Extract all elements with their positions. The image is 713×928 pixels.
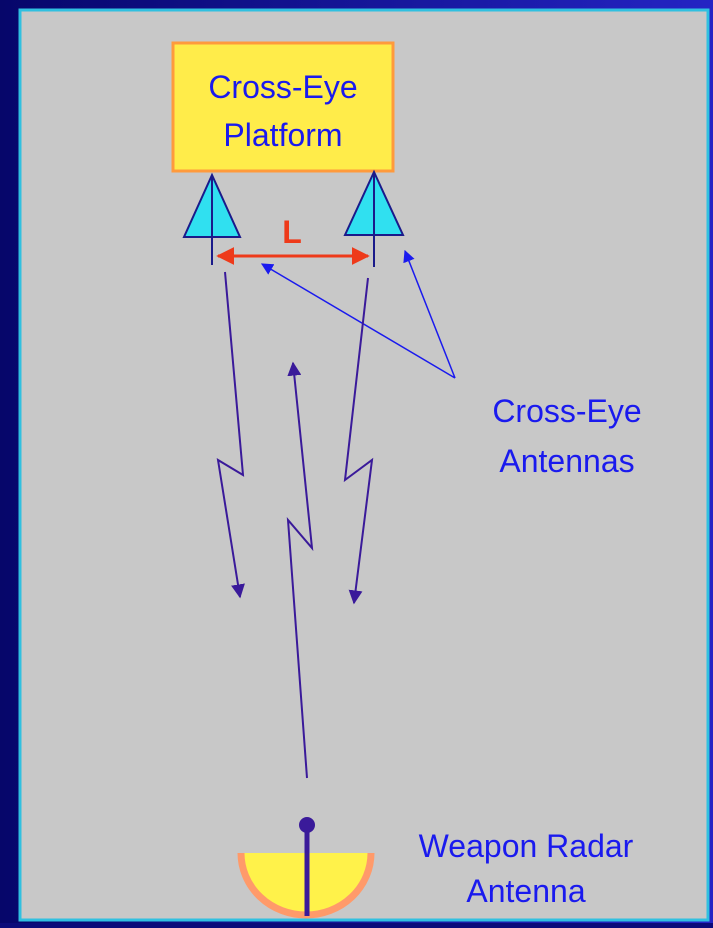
radar-label-line1: Weapon Radar: [419, 828, 634, 864]
right-antenna: [343, 169, 405, 267]
baseline-dimension: L: [216, 214, 370, 265]
weapon-radar-antenna: [237, 817, 375, 919]
platform-label-line2: Platform: [223, 117, 342, 153]
radar-label-line2: Antenna: [466, 873, 585, 909]
signal-to-radar-right: [343, 277, 374, 605]
left-antenna: [182, 172, 242, 265]
baseline-label: L: [282, 214, 302, 250]
callout-arrow-left: [260, 263, 456, 379]
antennas-callout: Cross-Eye Antennas: [260, 249, 642, 479]
signal-from-radar: [286, 361, 314, 779]
signal-paths: [216, 271, 374, 779]
callout-arrow-right: [403, 249, 456, 379]
radar-feed-point: [299, 817, 315, 833]
antennas-label-line1: Cross-Eye: [492, 393, 641, 429]
signal-to-radar-left: [216, 271, 245, 599]
platform-label-line1: Cross-Eye: [208, 69, 357, 105]
platform-box: [171, 41, 395, 173]
cross-eye-platform: Cross-Eye Platform: [171, 41, 395, 173]
antennas-label-line2: Antennas: [499, 443, 634, 479]
